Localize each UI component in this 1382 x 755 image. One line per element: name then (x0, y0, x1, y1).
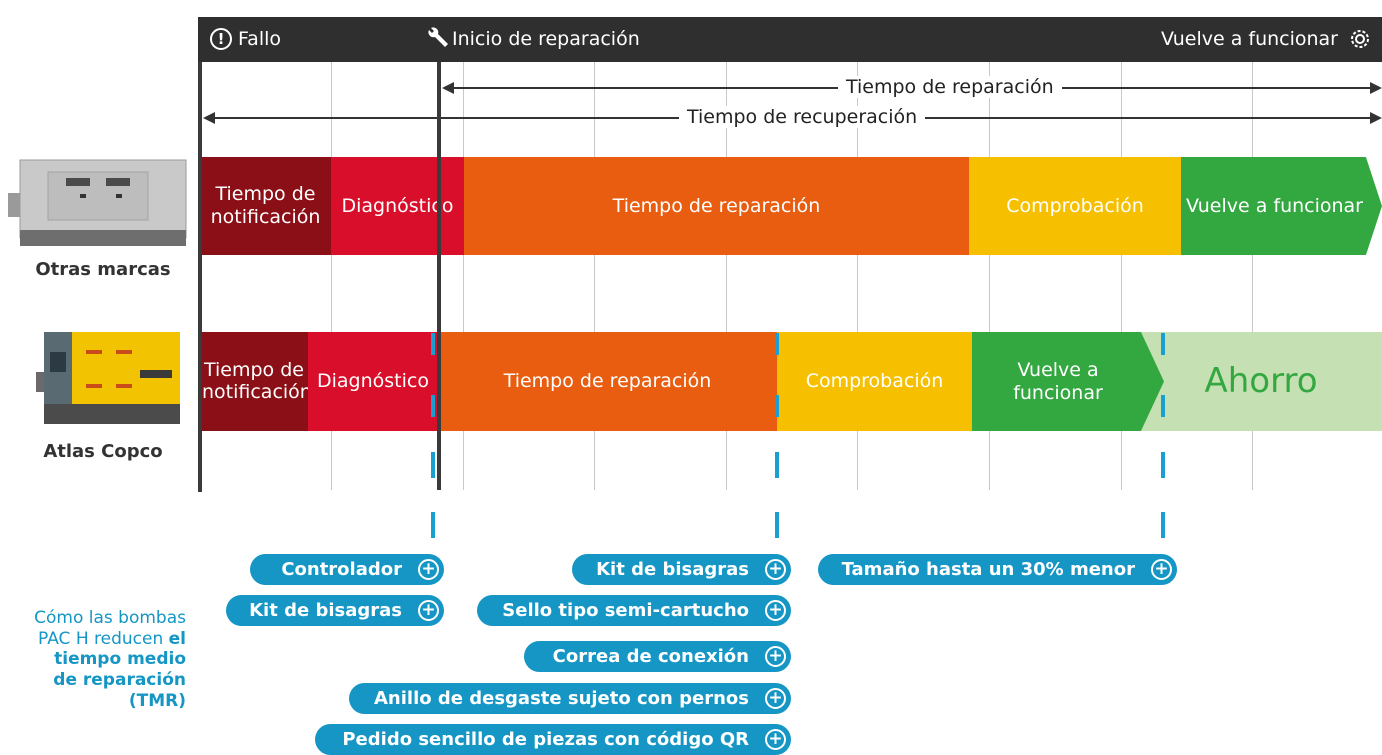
feature-pill-tamano[interactable]: Tamaño hasta un 30% menor + (818, 554, 1177, 585)
tmr-caption: Cómo las bombas PAC H reducen el tiempo … (30, 608, 186, 712)
feature-label: Kit de bisagras (249, 600, 402, 621)
feature-pill-sello[interactable]: Sello tipo semi-cartucho + (477, 595, 791, 626)
inicio-reparacion-marker-line (437, 62, 441, 490)
otras-notificacion-segment: Tiempo de notificación (200, 157, 331, 255)
arrow-left-icon (203, 112, 215, 124)
feature-label: Controlador (281, 559, 402, 580)
plus-icon: + (765, 559, 786, 580)
segment-label: Tiempo de notificación (210, 183, 321, 228)
segment-label: Tiempo de notificación (202, 358, 312, 403)
segment-label: Diagnóstico (317, 370, 429, 393)
dash-marker (431, 452, 435, 478)
grid-line (857, 62, 858, 490)
atlas-comprobacion-segment: Comprobación (777, 332, 972, 431)
plus-icon: + (765, 600, 786, 621)
dash-marker (775, 333, 779, 355)
inicio-reparacion-label: Inicio de reparación (452, 28, 640, 50)
fallo-marker-line (198, 62, 202, 492)
grid-line (1252, 62, 1253, 490)
feature-pill-anillo[interactable]: Anillo de desgaste sujeto con pernos + (349, 683, 791, 714)
segment-label: Vuelve a funcionar (1186, 194, 1363, 217)
plus-icon: + (1151, 559, 1172, 580)
tiempo-reparacion-span-label: Tiempo de reparación (838, 76, 1062, 98)
segment-label: Ahorro (1204, 361, 1318, 402)
segment-label: Vuelve a funcionar (1013, 358, 1103, 404)
atlas-copco-generator-image (36, 332, 180, 424)
dash-marker (1161, 333, 1165, 355)
feature-label: Sello tipo semi-cartucho (502, 600, 749, 621)
atlas-notificacion-segment: Tiempo de notificación (200, 332, 312, 431)
vuelve-funcionar-label: Vuelve a funcionar (1161, 28, 1338, 50)
grid-line (594, 62, 595, 490)
fallo-label: Fallo (238, 28, 282, 50)
otras-marcas-generator-image (8, 159, 187, 246)
feature-pill-kit-bisagras-2[interactable]: Kit de bisagras + (572, 554, 791, 585)
timeline-header-bar: ! Fallo Inicio de reparación Vuelve a fu… (198, 17, 1382, 62)
otras-marcas-label: Otras marcas (35, 259, 171, 280)
dash-marker (1161, 452, 1165, 478)
atlas-copco-label: Atlas Copco (43, 441, 163, 462)
feature-pill-kit-bisagras[interactable]: Kit de bisagras + (226, 595, 444, 626)
grid-line (726, 62, 727, 490)
grid-line (331, 62, 332, 490)
feature-label: Tamaño hasta un 30% menor (841, 559, 1135, 580)
segment-label: Tiempo de reparación (612, 194, 821, 217)
plus-icon: + (418, 600, 439, 621)
arrow-left-icon (442, 82, 454, 94)
dash-marker (1161, 512, 1165, 538)
otras-comprobacion-segment: Comprobación (969, 157, 1181, 255)
arrow-right-icon (1370, 112, 1382, 124)
plus-icon: + (765, 688, 786, 709)
grid-line (463, 62, 464, 490)
feature-label: Kit de bisagras (596, 559, 749, 580)
feature-label: Anillo de desgaste sujeto con pernos (373, 688, 749, 709)
wrench-icon (424, 26, 450, 56)
atlas-reparacion-segment: Tiempo de reparación (438, 332, 777, 431)
feature-label: Correa de conexión (552, 646, 749, 667)
segment-label: Comprobación (805, 370, 944, 393)
tiempo-recuperacion-span-label: Tiempo de recuperación (679, 106, 926, 128)
segment-label: Tiempo de reparación (503, 370, 712, 393)
segment-label: Diagnóstico (341, 194, 454, 217)
feature-pill-pedido-qr[interactable]: Pedido sencillo de piezas con código QR … (315, 724, 791, 755)
plus-icon: + (418, 559, 439, 580)
plus-icon: + (765, 729, 786, 750)
caption-text: Cómo las bombas PAC H reducen (34, 608, 186, 649)
feature-pill-controlador[interactable]: Controlador + (250, 554, 444, 585)
feature-label: Pedido sencillo de piezas con código QR (342, 729, 749, 750)
dash-marker (1161, 395, 1165, 417)
dash-marker (775, 395, 779, 417)
caption-bold-text: el tiempo medio de reparación (TMR) (53, 628, 186, 711)
feature-pill-correa[interactable]: Correa de conexión + (524, 641, 791, 672)
grid-line (989, 62, 990, 490)
dash-marker (431, 395, 435, 417)
segment-label: Comprobación (1006, 194, 1144, 217)
alert-icon: ! (210, 28, 232, 50)
grid-line (1121, 62, 1122, 490)
otras-funcionar-segment: Vuelve a funcionar (1181, 157, 1382, 255)
atlas-ahorro-segment: Ahorro (1140, 332, 1382, 431)
otras-diagnostico-segment: Diagnóstico (331, 157, 464, 255)
atlas-funcionar-segment: Vuelve a funcionar (972, 332, 1164, 431)
gear-icon (1348, 27, 1372, 55)
otras-reparacion-segment: Tiempo de reparación (464, 157, 969, 255)
dash-marker (775, 452, 779, 478)
dash-marker (775, 512, 779, 538)
plus-icon: + (765, 646, 786, 667)
atlas-diagnostico-segment: Diagnóstico (308, 332, 438, 431)
dash-marker (431, 512, 435, 538)
dash-marker (431, 333, 435, 355)
arrow-right-icon (1370, 82, 1382, 94)
